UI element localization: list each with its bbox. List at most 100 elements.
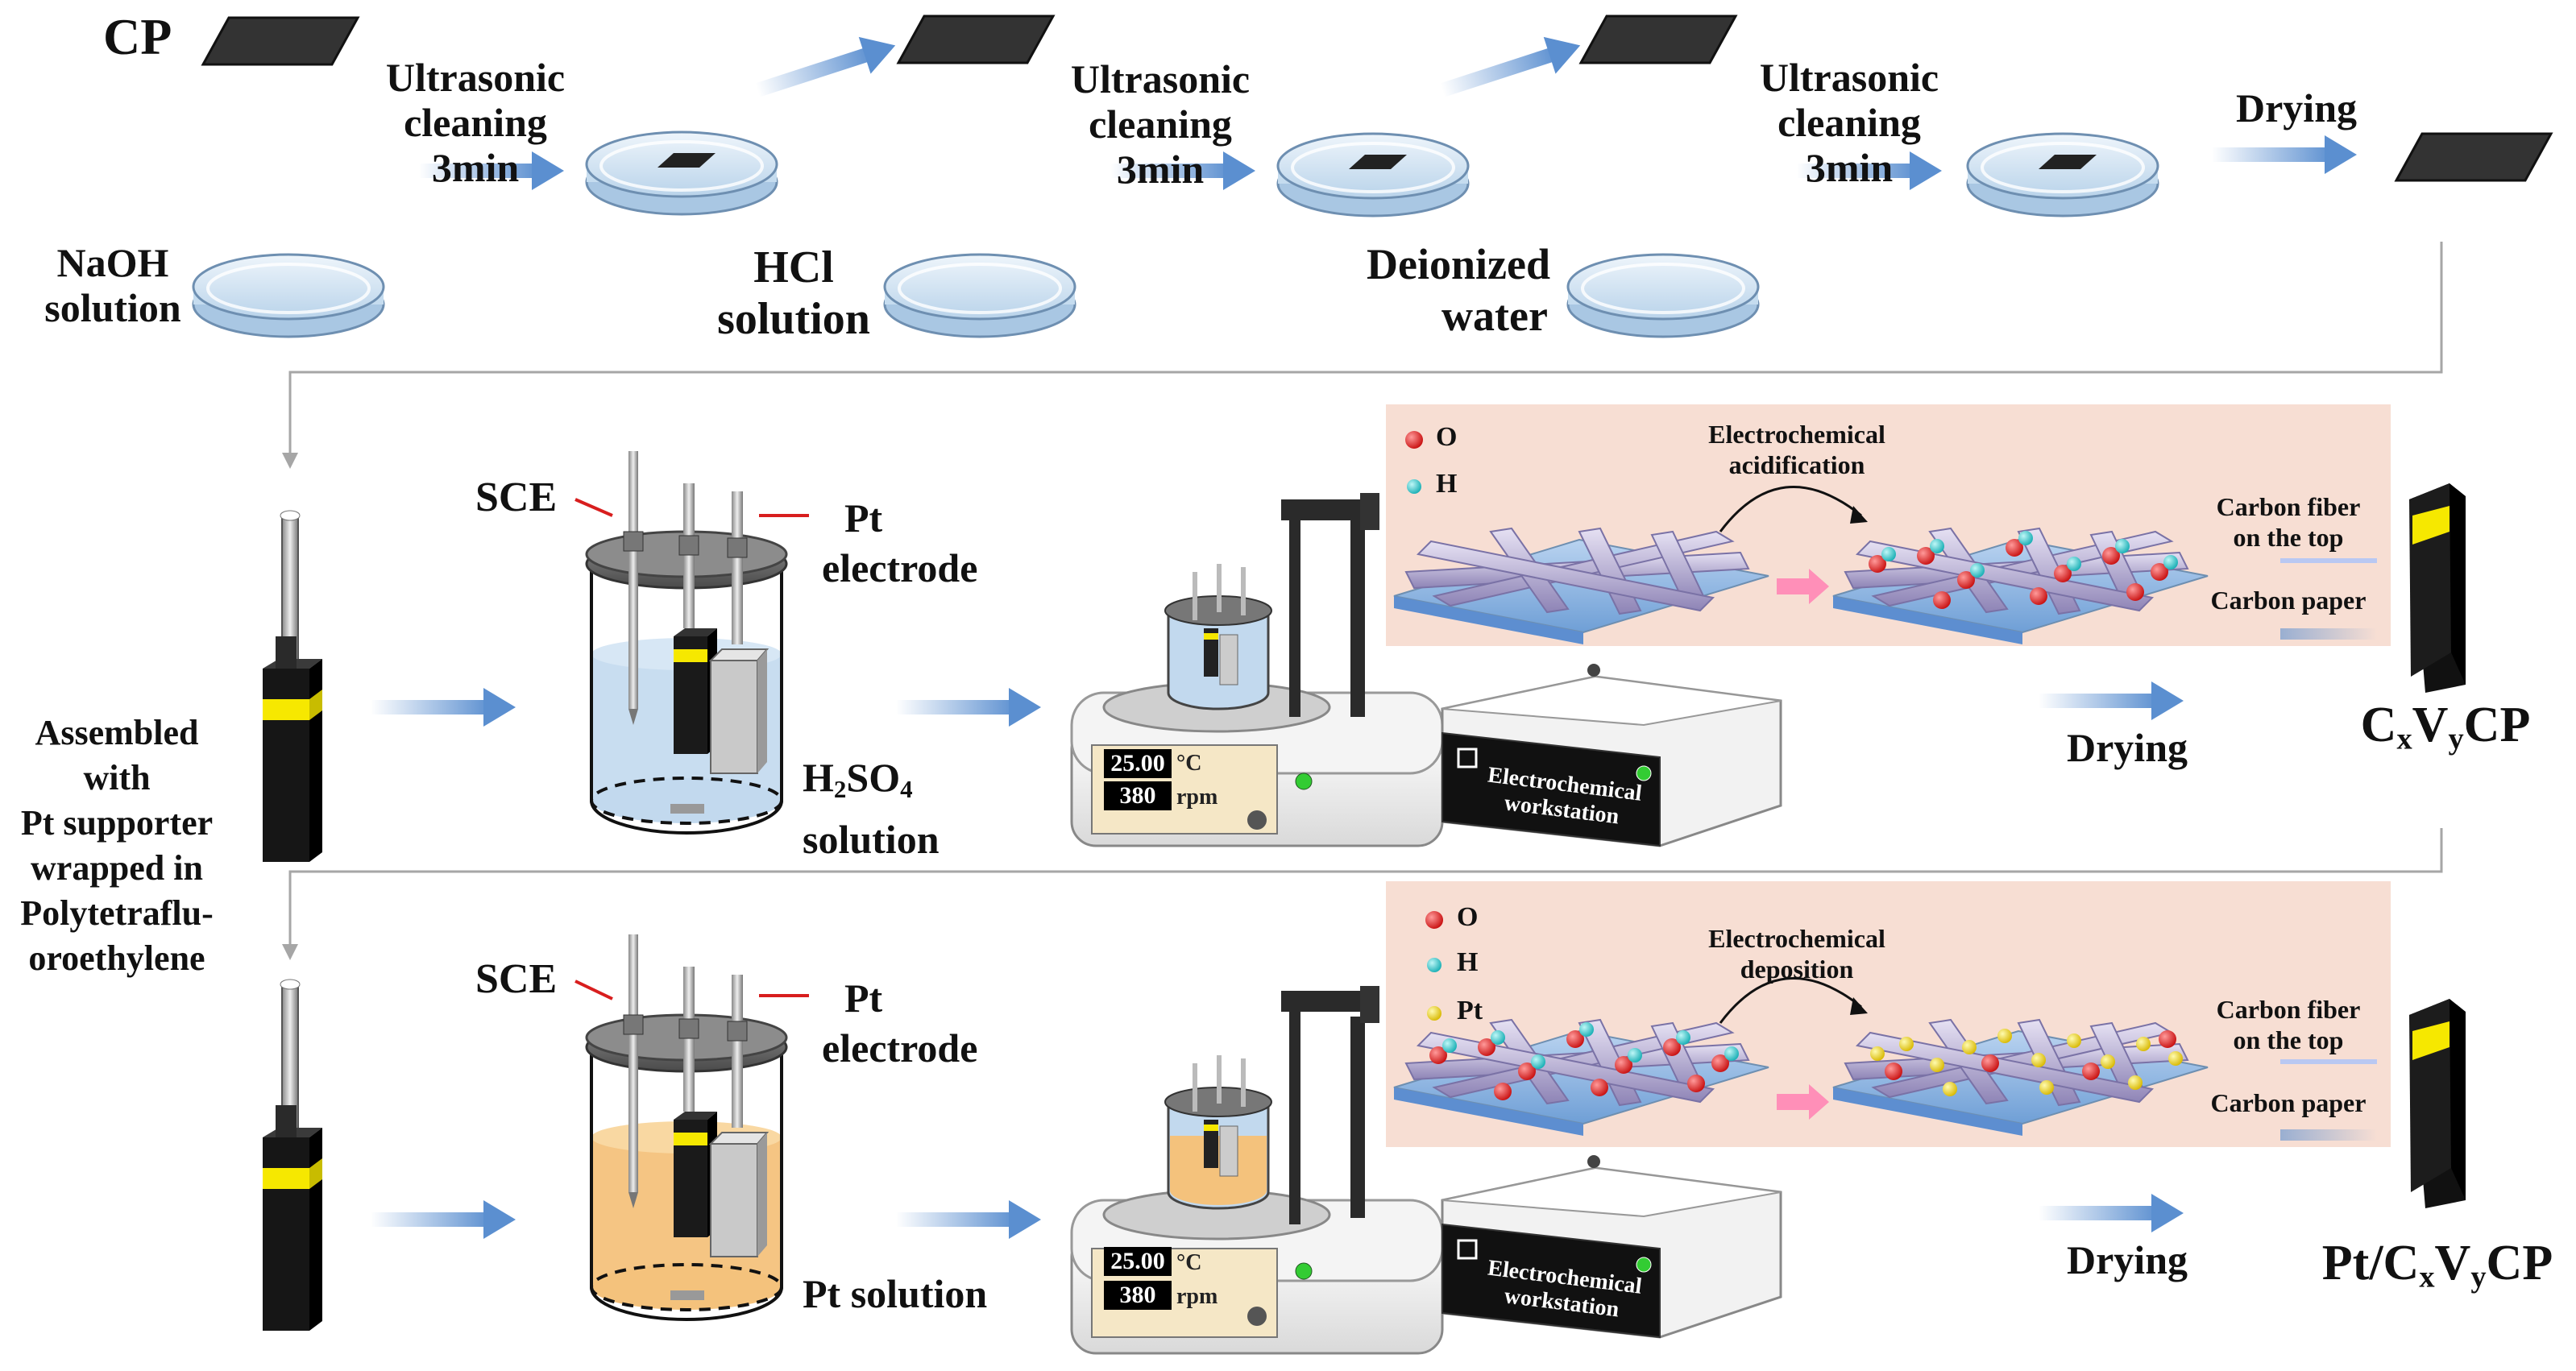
carbon-paper-initial xyxy=(201,16,359,66)
step2-line2: cleaning xyxy=(1089,101,1232,147)
connector-middle-to-bottom xyxy=(288,828,2443,951)
product-label-pt-cxvycp: Pt/CxVyCP xyxy=(2321,1236,2553,1294)
sce-label-2: SCE xyxy=(475,956,558,1002)
drying-bottom-label: Drying xyxy=(2067,1237,2188,1282)
acidification-title: Electrochemical acidification xyxy=(1676,419,1918,480)
naoh-line2: solution xyxy=(44,285,181,330)
arrow-to-station-1 xyxy=(896,688,1041,727)
water-line1: Deionized xyxy=(1367,240,1550,288)
carbon-paper-structure-2a xyxy=(1393,1018,1769,1136)
hcl-label: HCl solution xyxy=(701,242,886,345)
dish-with-cp-2 xyxy=(1278,134,1468,216)
carbon-paper-structure-1b xyxy=(1832,527,2209,644)
hcl-line1: HCl xyxy=(753,242,834,292)
drying-middle-label: Drying xyxy=(2067,725,2188,770)
arrow-drying-middle xyxy=(2039,681,2184,720)
step2-line1: Ultrasonic xyxy=(1070,56,1251,101)
temp-display-2: 25.00 xyxy=(1104,1247,1172,1276)
sce-pointer-1 xyxy=(575,498,613,517)
step1-label: Ultrasonic cleaning 3min xyxy=(371,55,580,190)
assembly-line3: Pt supporter xyxy=(20,803,214,843)
carbon-paper-structure-2b xyxy=(1832,1018,2209,1136)
sce-pointer-2 xyxy=(575,980,613,1000)
assembly-line5: Polytetraflu- xyxy=(20,893,214,933)
fiber-label-1: Carbon fiber on the top xyxy=(2196,491,2381,553)
dep-title-line1: Electrochemical xyxy=(1708,924,1885,953)
fiber1-line2: on the top xyxy=(2233,523,2344,552)
assembly-note: Assembled with Pt supporter wrapped in P… xyxy=(8,710,226,981)
arrow-drying-top xyxy=(2212,135,2357,174)
arrow-drying-bottom xyxy=(2039,1194,2184,1232)
connector-top-to-middle xyxy=(288,242,2443,459)
electrolytic-cell-pt xyxy=(585,934,788,1321)
arrow-rise-1 xyxy=(751,27,902,109)
water-label: Deionized water xyxy=(1354,238,1563,342)
assembly-line1: Assembled xyxy=(35,713,199,752)
dep-title-line2: deposition xyxy=(1740,955,1854,984)
cp-label: CP xyxy=(103,8,172,65)
pt-electrode-label-2: Pt electrode xyxy=(822,973,977,1073)
paper-label-1: Carbon paper xyxy=(2210,586,2367,615)
rpm-display-1: 380 xyxy=(1104,781,1172,810)
legend-pt-ball-2 xyxy=(1427,1006,1441,1021)
pt-electrode-1-line2: electrode xyxy=(822,545,978,590)
acid-title-line1: Electrochemical xyxy=(1708,420,1885,449)
hcl-dish xyxy=(883,253,1076,338)
arrow-rise-2 xyxy=(1436,27,1587,109)
step1-line1: Ultrasonic xyxy=(385,55,566,100)
legend-h-1: H xyxy=(1436,469,1458,499)
dish-with-cp-3 xyxy=(1968,134,2158,216)
step3-label: Ultrasonic cleaning 3min xyxy=(1744,55,1954,190)
fiber2-line2: on the top xyxy=(2233,1025,2344,1054)
temp-display-1: 25.00 xyxy=(1104,749,1172,778)
product-label-cxvycp: CxVyCP xyxy=(2360,698,2531,756)
legend-o-1: O xyxy=(1436,422,1458,452)
arrow-into-cell-2 xyxy=(371,1200,516,1239)
acid-title-line2: acidification xyxy=(1728,450,1865,479)
curved-arrow-1 xyxy=(1719,485,1862,532)
pt-solution-label: Pt solution xyxy=(803,1271,988,1316)
rpm-unit-2: rpm xyxy=(1176,1284,1218,1309)
step1-line2: cleaning xyxy=(404,100,547,145)
water-dish xyxy=(1566,253,1760,338)
naoh-dish xyxy=(192,253,385,338)
carbon-paper-after-1 xyxy=(897,14,1055,64)
assembly-line2: with xyxy=(83,758,151,797)
legend-h-ball-2 xyxy=(1427,958,1441,972)
product-pt-cxvycp xyxy=(2409,999,2466,1208)
step2-label: Ultrasonic cleaning 3min xyxy=(1056,56,1265,192)
legend-o-ball-1 xyxy=(1405,431,1423,449)
legend-o-2: O xyxy=(1457,902,1479,932)
fiber1-line1: Carbon fiber xyxy=(2216,492,2361,521)
sce-label-1: SCE xyxy=(475,474,558,520)
naoh-line1: NaOH xyxy=(56,240,169,285)
temp-unit-2: °C xyxy=(1176,1250,1202,1275)
step2-line3: 3min xyxy=(1116,147,1205,192)
electrolytic-cell-h2so4 xyxy=(585,451,788,835)
carbon-paper-dried xyxy=(2395,132,2553,182)
assembled-electrode-2 xyxy=(262,979,323,1332)
pt-electrode-2-line2: electrode xyxy=(822,1025,978,1071)
paper-label-2: Carbon paper xyxy=(2210,1088,2367,1117)
assembled-electrode-1 xyxy=(262,510,323,863)
fiber-label-2: Carbon fiber on the top xyxy=(2196,994,2381,1055)
legend-pt-2: Pt xyxy=(1457,996,1483,1025)
workstation-2 xyxy=(1441,1155,1782,1339)
carbon-paper-after-2 xyxy=(1579,14,1737,64)
pt-electrode-label-1: Pt electrode xyxy=(822,493,977,593)
pink-arrow-2 xyxy=(1777,1084,1829,1120)
step3-line2: cleaning xyxy=(1777,100,1921,145)
h2so4-solution-word: solution xyxy=(803,816,940,862)
water-line2: water xyxy=(1441,292,1548,340)
h2so4-label: H2SO4 solution xyxy=(803,752,940,864)
arrow-into-cell-1 xyxy=(371,688,516,727)
paper-pointer-2 xyxy=(2280,1129,2377,1141)
pink-arrow-1 xyxy=(1777,569,1829,604)
legend-h-2: H xyxy=(1457,947,1479,977)
h2so4-formula: H2SO4 xyxy=(803,755,913,803)
deposition-title: Electrochemical deposition xyxy=(1676,923,1918,984)
curved-arrow-2 xyxy=(1719,976,1862,1024)
legend-h-ball-1 xyxy=(1407,479,1421,494)
stirrer-station-1 xyxy=(1070,493,1444,847)
fiber2-line1: Carbon fiber xyxy=(2216,995,2361,1024)
